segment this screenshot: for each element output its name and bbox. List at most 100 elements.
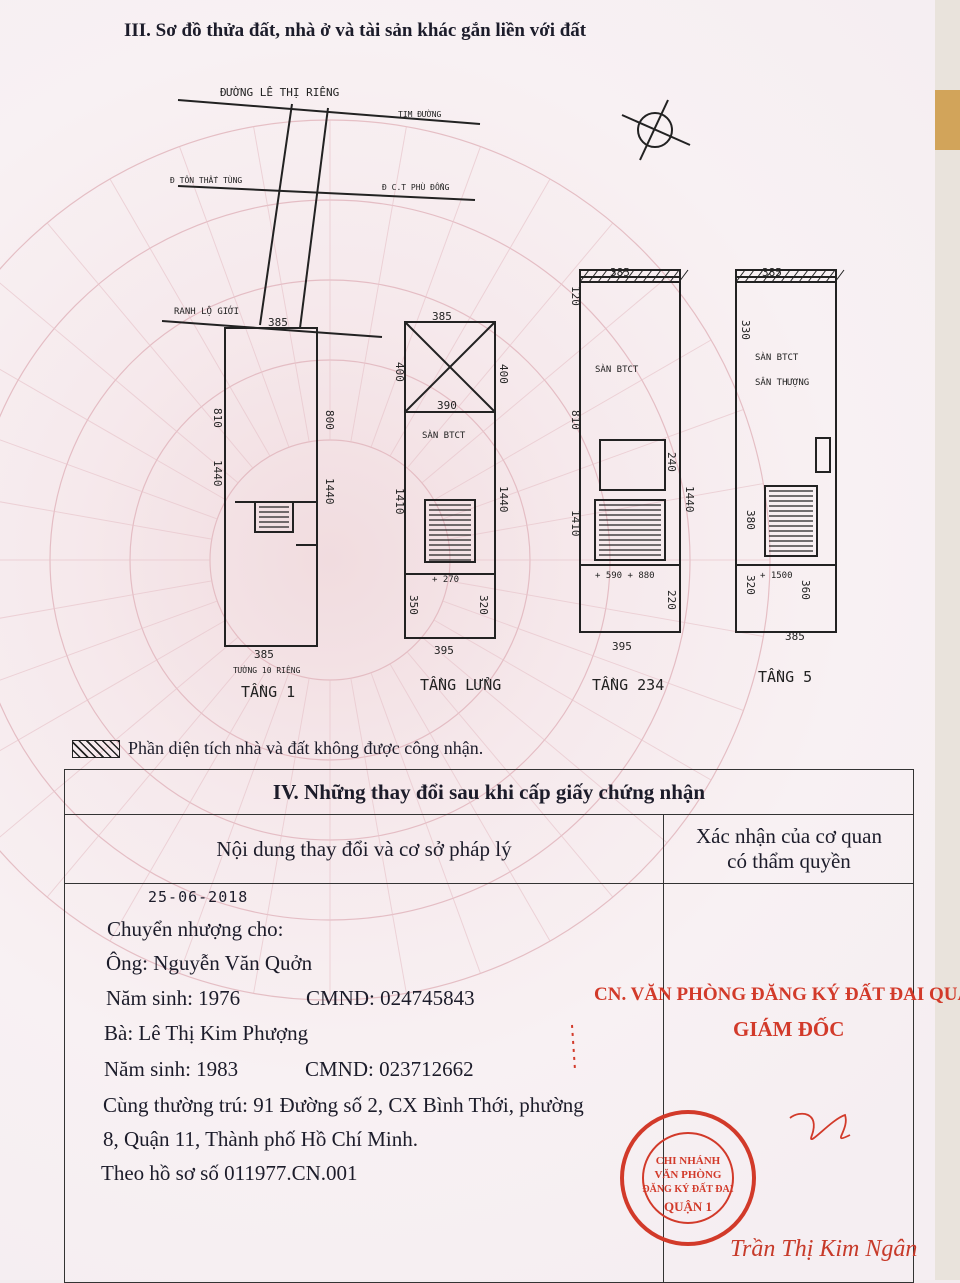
hatch-line: [735, 269, 746, 283]
guilloche-ray: [433, 619, 712, 781]
alley-right-label: Đ C.T PHÙ ĐỔNG: [382, 181, 450, 192]
hatch-line: [816, 269, 827, 283]
f234-dim-4: 1440: [683, 486, 696, 513]
f5-slab: SÀN BTCT: [755, 351, 799, 363]
guilloche-ray: [253, 126, 310, 442]
hatch-line: [834, 269, 845, 283]
hatch-line: [588, 269, 599, 283]
guilloche-ray: [433, 339, 712, 501]
guilloche-ray: [0, 368, 227, 501]
f234-dim-6: 220: [665, 590, 678, 610]
right-road-line: [299, 107, 329, 329]
floor234-hatch: [579, 269, 681, 283]
street-line-alley: [177, 185, 476, 201]
floor1-right-dim-1: 800: [323, 410, 336, 430]
guilloche-ray: [179, 146, 290, 448]
guilloche-ray: [109, 178, 271, 457]
guilloche-ray: [179, 672, 290, 974]
guilloche-ray: [389, 178, 551, 457]
floor5-hatch: [735, 269, 837, 283]
mezz-dim-6: 320: [477, 595, 490, 615]
f5-top-width: 385: [762, 266, 782, 279]
legend-text: Phần diện tích nhà và đất không được côn…: [128, 738, 484, 758]
f234-level: + 590 + 880: [595, 571, 655, 581]
stamp-office-line: CN. VĂN PHÒNG ĐĂNG KÝ ĐẤT ĐAI QUẬN: [594, 984, 960, 1005]
confirm-header-line-2: có thẩm quyền: [727, 849, 851, 873]
line-mrs-birth: Năm sinh: 1983: [104, 1057, 239, 1081]
f234-label: TẦNG 234: [592, 675, 664, 694]
hatch-line: [660, 269, 671, 283]
f234-dim-2: 810: [569, 410, 582, 430]
guilloche-ray: [448, 580, 764, 637]
mezz-dim-1: 400: [393, 362, 406, 382]
line-mrs-id: CMND: 023712662: [305, 1057, 474, 1081]
column-header-content: Nội dung thay đổi và cơ sở pháp lý: [65, 815, 663, 884]
hatch-line: [624, 269, 635, 283]
guilloche-ray: [0, 282, 239, 484]
wall-band: [935, 90, 960, 150]
floor1-top-width: 385: [268, 316, 288, 329]
floor-plan-diagram: ĐƯỜNG LÊ THỊ RIÊNG TIM ĐƯỜNG Đ TÔN THẤT …: [161, 86, 845, 701]
hatch-line: [762, 269, 773, 283]
confirm-header-line-1: Xác nhận của cơ quan: [695, 824, 883, 848]
line-mr-id: CMND: 024745843: [306, 986, 475, 1010]
hatch-line: [579, 269, 590, 283]
f5-terrace: SÂN THƯỢNG: [755, 376, 809, 388]
f5-dim-3: 320: [744, 575, 757, 595]
guilloche-ray: [421, 636, 668, 844]
section-4-title: IV. Những thay đổi sau khi cấp giấy chứn…: [65, 770, 913, 815]
guilloche-watermark: [0, 119, 771, 1001]
official-seal: CHI NHÁNH VĂN PHÒNG ĐĂNG KÝ ĐẤT ĐAI QUẬN…: [571, 1024, 851, 1246]
hatch-swatch: [72, 739, 120, 758]
line-address-1: Cùng thường trú: 91 Đường số 2, CX Bình …: [103, 1093, 584, 1117]
guilloche-ray: [46, 222, 254, 469]
guilloche-ray: [0, 439, 218, 520]
street-line-top: [177, 99, 481, 125]
line-file-number: Theo hồ sơ số 011977.CN.001: [101, 1161, 358, 1185]
change-date: 25-06-2018: [148, 888, 249, 906]
mezz-inner-width: 390: [437, 399, 457, 412]
column-divider: [663, 883, 664, 1283]
hatch-line: [771, 269, 782, 283]
north-arrow-circle: [637, 112, 673, 148]
hatch-line: [678, 269, 689, 283]
hatch-line: [615, 269, 626, 283]
line-mr-birth: Năm sinh: 1976: [106, 986, 241, 1010]
f234-slab: SÀN BTCT: [595, 363, 639, 375]
guilloche-ray: [109, 663, 271, 942]
guilloche-ray: [421, 276, 668, 484]
f5-label: TẦNG 5: [758, 667, 812, 686]
f234-dim-3: 1410: [569, 510, 582, 537]
guilloche-ray: [389, 663, 551, 942]
seal-text-3: ĐĂNG KÝ ĐẤT ĐAI: [642, 1182, 733, 1195]
mezz-slab: SÀN BTCT: [422, 429, 466, 441]
signer-name: Trần Thị Kim Ngân: [730, 1236, 918, 1262]
seal-inner-ring: [642, 1132, 734, 1224]
hatch-line: [753, 269, 764, 283]
floor1-left-dim-1: 810: [211, 408, 224, 428]
left-road-line: [259, 103, 293, 326]
guilloche-ray: [370, 146, 481, 448]
floor1-note: TƯỜNG 10 RIÊNG: [233, 664, 301, 675]
hatch-line: [633, 269, 644, 283]
hatch-line: [606, 269, 617, 283]
guilloche-ray: [0, 600, 218, 681]
signature-mark: [789, 1112, 851, 1141]
mezz-top-width: 385: [432, 310, 452, 323]
background-wall: [935, 0, 960, 1280]
floor5-outline: [735, 276, 837, 633]
guilloche-ray: [350, 126, 407, 442]
seal-text-2: VĂN PHÒNG: [655, 1169, 722, 1181]
f234-top-width: 385: [610, 266, 630, 279]
floor1-label: TẦNG 1: [241, 682, 295, 701]
line-mr-name: Ông: Nguyễn Văn Quởn: [106, 951, 313, 975]
floor1-left-dim-2: 1440: [211, 460, 224, 487]
hatch-line: [744, 269, 755, 283]
guilloche-ray: [406, 651, 614, 898]
floor1-outline: [224, 327, 318, 647]
line-address-2: 8, Quận 11, Thành phố Hồ Chí Minh.: [103, 1127, 418, 1151]
seal-outer-ring: [620, 1110, 756, 1246]
hatch-line: [780, 269, 791, 283]
mezz-dim-3: 1410: [393, 488, 406, 515]
floor1-bottom-width: 385: [254, 648, 274, 661]
